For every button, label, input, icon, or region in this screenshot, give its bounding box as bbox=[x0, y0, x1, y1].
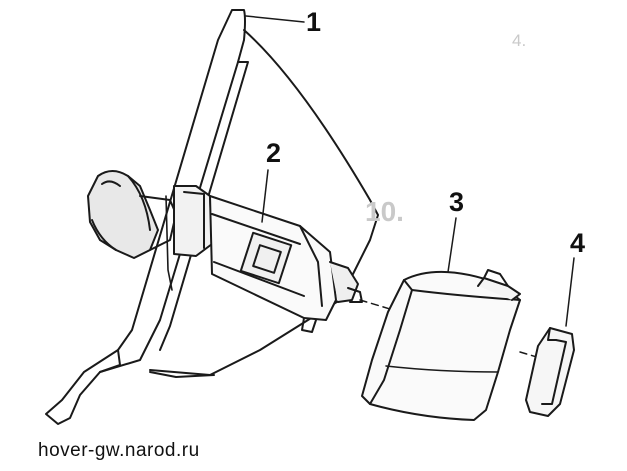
background-text-1: 4. bbox=[512, 31, 527, 50]
lighter-element bbox=[87, 170, 363, 333]
leader-line-2 bbox=[261, 169, 269, 223]
retaining-ring bbox=[525, 327, 575, 417]
callout-2: 2 bbox=[266, 138, 282, 168]
callout-3: 3 bbox=[449, 187, 465, 217]
assembly-axis-1 bbox=[359, 299, 401, 313]
background-text-2: 10. bbox=[365, 196, 404, 227]
callout-4: 4 bbox=[570, 228, 586, 258]
leader-line-1 bbox=[245, 15, 305, 23]
leader-line-3 bbox=[447, 217, 457, 273]
socket-housing bbox=[361, 269, 521, 421]
leader-line-4 bbox=[565, 257, 575, 327]
callout-1: 1 bbox=[306, 7, 322, 37]
watermark-text: hover-gw.narod.ru bbox=[38, 440, 200, 461]
